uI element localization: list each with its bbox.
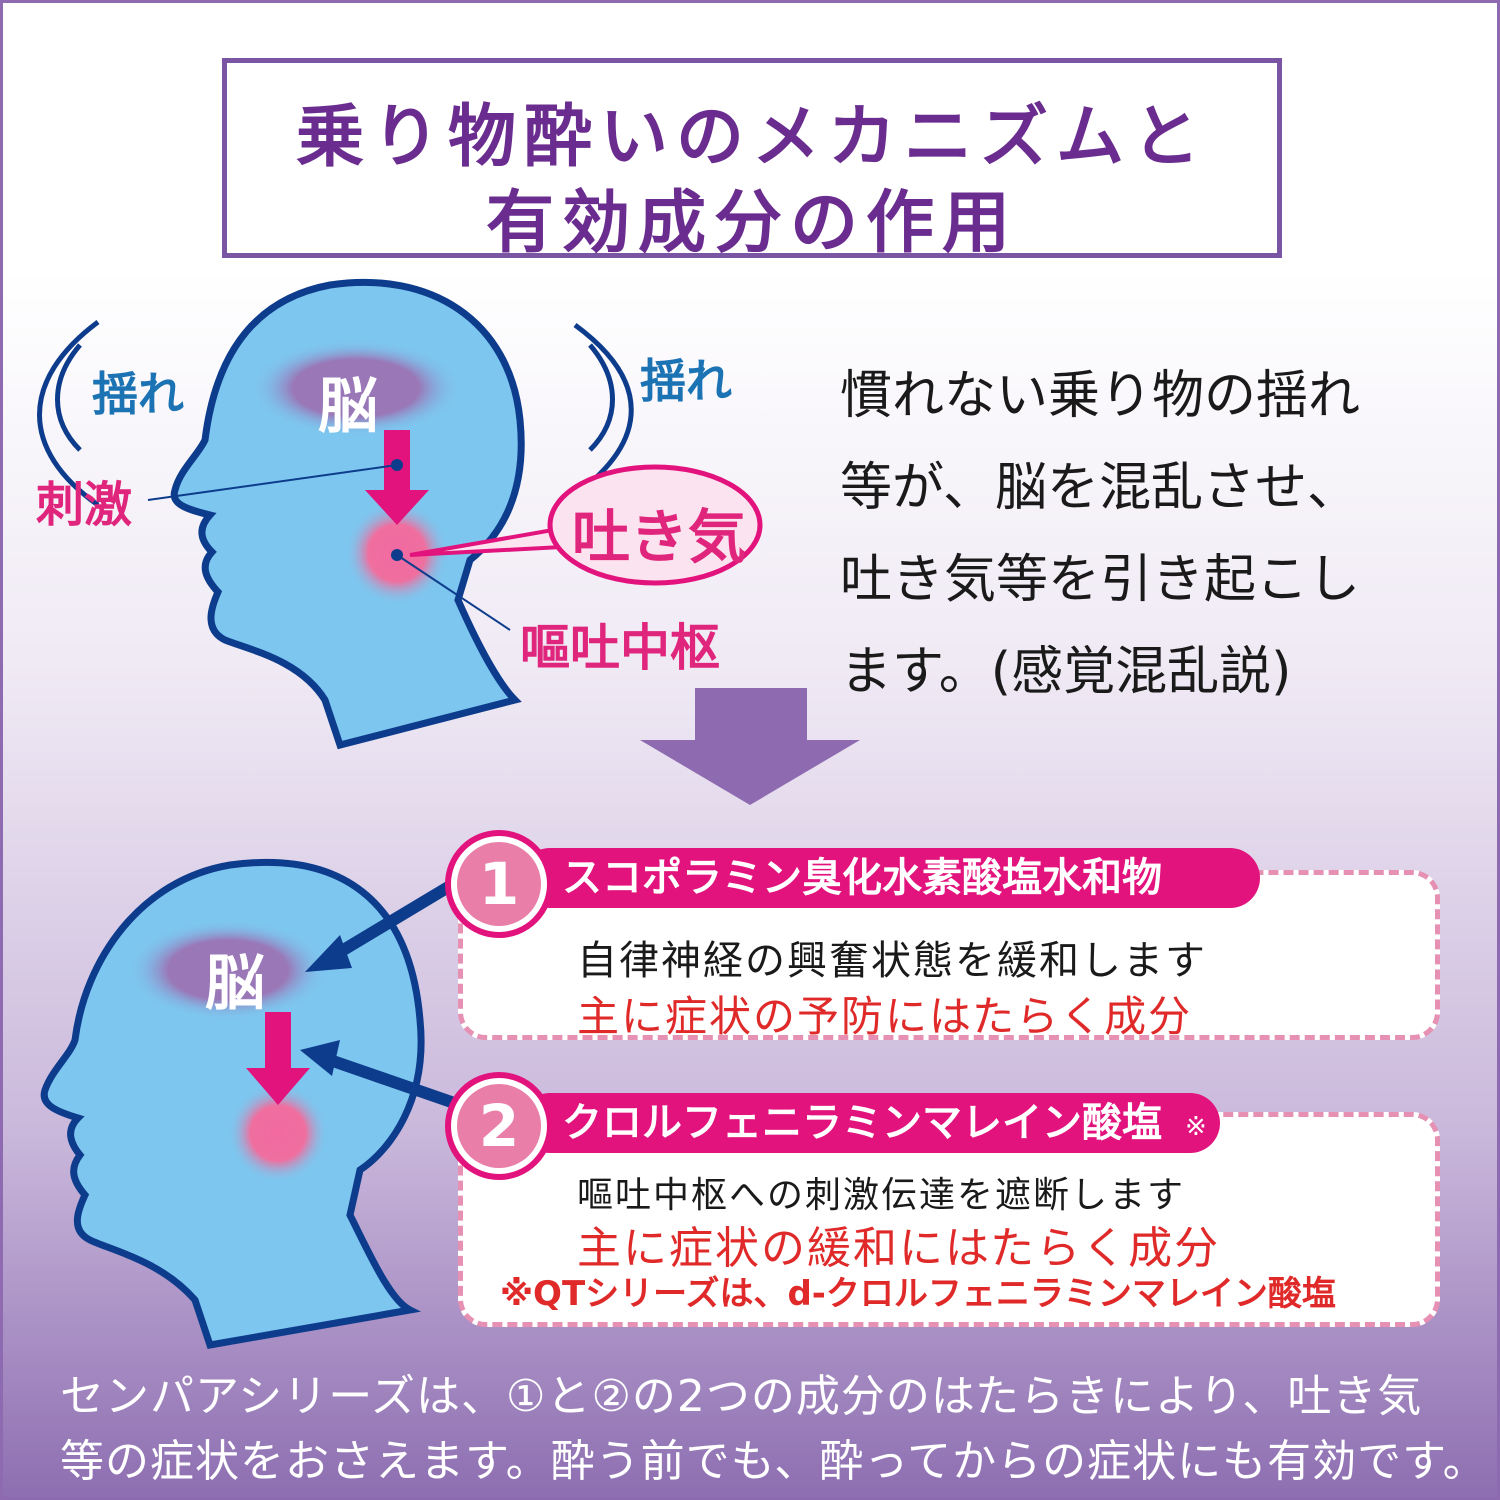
- ingredient-2-number: 2: [457, 1084, 541, 1168]
- sway-label-right: 揺れ: [640, 354, 732, 408]
- description: 慣れない乗り物の揺れ 等が、脳を混乱させ、 吐き気等を引き起こし ます。(感覚混…: [840, 350, 1460, 718]
- vomit-center-label: 嘔吐中枢: [520, 619, 720, 677]
- ingredient-1-header: スコポラミン臭化水素酸塩水和物: [520, 848, 1260, 908]
- nausea-label: 吐き気: [572, 503, 747, 571]
- brain-top: [251, 340, 461, 436]
- ingredient-2-header: クロルフェニラミンマレイン酸塩 ※: [520, 1093, 1220, 1153]
- sway-arc-left-outer: [37, 319, 100, 508]
- ingredient-2-name: クロルフェニラミンマレイン酸塩: [562, 1100, 1162, 1146]
- description-line-3: 吐き気等を引き起こし: [840, 550, 1361, 610]
- sway-arc-left-inner: [55, 343, 82, 452]
- ingredient-2-effect: 嘔吐中枢への刺激伝達を遮断します: [577, 1175, 1186, 1216]
- title-box: 乗り物酔いのメカニズムと 有効成分の作用: [222, 58, 1282, 263]
- footer-line-2: 等の症状をおさえます。酔う前でも、酔ってからの症状にも有効です。: [60, 1436, 1488, 1487]
- ingredient-1-badge: 1: [445, 830, 553, 938]
- sway-label-left: 揺れ: [92, 367, 184, 421]
- title-line-2: 有効成分の作用: [485, 184, 1018, 263]
- flow-arrow-stem: [695, 688, 807, 743]
- vomit-center-bottom: [228, 1083, 328, 1183]
- ingredient-1-number: 1: [457, 842, 541, 926]
- ingredient-1-pointer-line: [331, 874, 464, 961]
- brain-label-bottom: 脳: [205, 949, 265, 1019]
- footer-line-1: センパアシリーズは、①と②の2つの成分のはたらきにより、吐き気: [60, 1371, 1423, 1422]
- ingredient-2-badge: 2: [445, 1072, 553, 1180]
- ingredient-1-role: 主に症状の予防にはたらく成分: [577, 992, 1193, 1041]
- brain-bottom: [128, 920, 328, 1020]
- flow-arrow-head: [640, 740, 860, 805]
- ingredient-2-pointer-head: [300, 1040, 340, 1076]
- arrow-head-bottom: [246, 1068, 310, 1105]
- brain-label-top: 脳: [318, 372, 378, 442]
- nausea-bubble: [547, 464, 763, 586]
- description-line-1: 慣れない乗り物の揺れ: [840, 366, 1361, 426]
- arrow-stem-bottom: [265, 1012, 291, 1072]
- arrow-head-top: [365, 490, 429, 525]
- description-line-4: ます。(感覚混乱説): [840, 642, 1292, 702]
- stimulus-line: [147, 464, 398, 501]
- ingredient-2-mark: ※: [1185, 1112, 1207, 1142]
- ingredient-2-note: ※QTシリーズは、d-クロルフェニラミンマレイン酸塩: [500, 1274, 1336, 1314]
- title-line-1: 乗り物酔いのメカニズムと: [295, 98, 1208, 177]
- ingredient-1-pointer-head: [305, 935, 352, 972]
- ingredient-2-role: 主に症状の緩和にはたらく成分: [577, 1223, 1221, 1274]
- ingredient-2-pointer-line: [328, 1054, 462, 1111]
- ingredient-1-name: スコポラミン臭化水素酸塩水和物: [562, 855, 1162, 901]
- description-line-2: 等が、脳を混乱させ、: [840, 458, 1359, 518]
- stimulus-label: 刺激: [36, 477, 133, 533]
- ingredient-1-effect: 自律神経の興奮状態を緩和します: [577, 938, 1207, 984]
- vomit-center-line: [396, 554, 511, 631]
- stimulus-dot: [391, 459, 403, 471]
- sway-arc-right-inner: [588, 343, 615, 452]
